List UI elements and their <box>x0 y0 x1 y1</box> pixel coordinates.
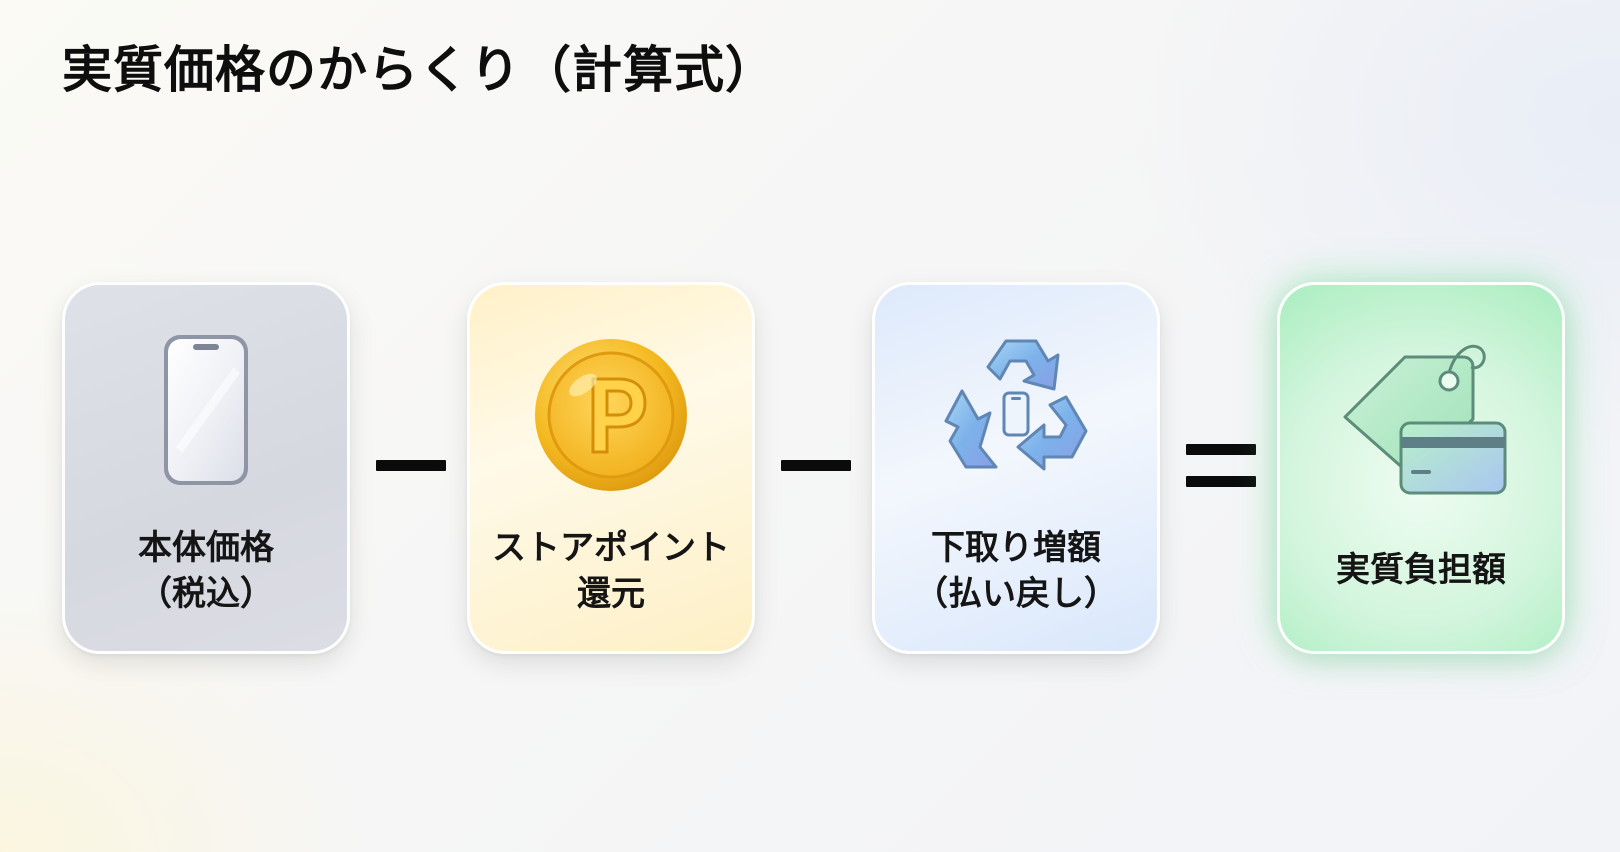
page-title: 実質価格のからくり（計算式） <box>62 41 776 99</box>
card-device-price: 本体価格 （税込） <box>62 282 350 654</box>
card-label-line2: （税込） <box>138 574 274 614</box>
equals-bar-top <box>1186 444 1256 455</box>
card-label: 本体価格 （税込） <box>65 525 347 617</box>
card-trade-in: 下取り増額 （払い戻し） <box>872 282 1160 654</box>
card-label-line2: （払い戻し） <box>914 574 1118 614</box>
card-label: 下取り増額 （払い戻し） <box>875 525 1157 617</box>
minus-bar <box>781 460 851 471</box>
minus-operator: − <box>376 430 446 500</box>
minus-operator: − <box>781 430 851 500</box>
card-point-return: ストアポイント 還元 <box>467 282 755 654</box>
card-label: 実質負担額 <box>1280 547 1562 593</box>
card-label-line1: 下取り増額 <box>931 528 1101 568</box>
card-label-line1: 本体価格 <box>138 528 274 568</box>
point-coin-icon <box>521 327 701 497</box>
smartphone-icon <box>116 327 296 497</box>
minus-bar <box>376 460 446 471</box>
recycle-phone-icon <box>926 327 1106 497</box>
equals-bar-bottom <box>1186 476 1256 487</box>
card-effective-cost: 実質負担額 <box>1277 282 1565 654</box>
card-label-line1: 実質負担額 <box>1336 550 1506 590</box>
price-tag-card-icon <box>1331 327 1511 497</box>
equals-operator: = <box>1186 430 1256 500</box>
card-label: ストアポイント 還元 <box>470 525 752 617</box>
card-label-line1: ストアポイント <box>492 528 730 568</box>
card-label-line2: 還元 <box>577 574 645 614</box>
